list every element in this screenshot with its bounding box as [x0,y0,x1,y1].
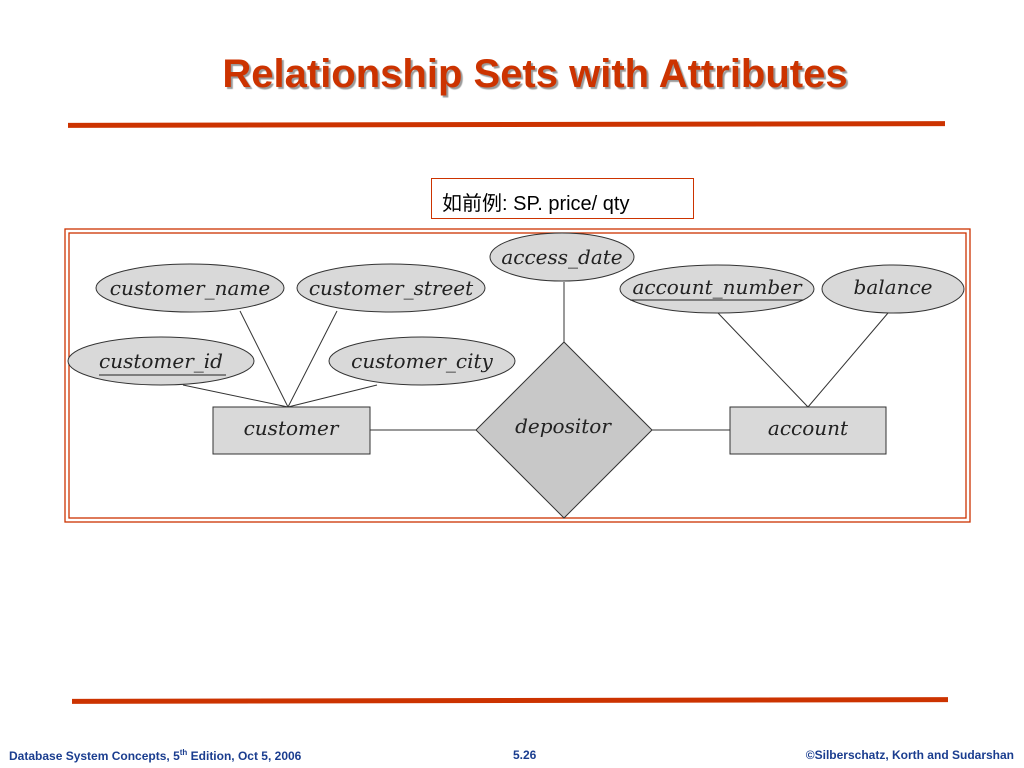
attr-access-date-label: access_date [501,245,622,269]
footer-book-title: Database System Concepts, 5 [9,749,180,763]
attr-customer-name-label: customer_name [110,276,270,300]
attr-account-number-label: account_number [632,275,803,299]
footer-edition-sup: th [179,748,188,757]
footer-book-info: Database System Concepts, 5th Edition, O… [9,748,301,763]
attr-balance-shape [821,264,965,314]
attr-customer-city-shape [328,336,516,386]
diagram-frame-outer [64,228,971,523]
attr-customer-id-shape [67,336,255,386]
attr-customer-id-label: customer_id [99,349,223,373]
relationship-depositor-shape [475,341,653,519]
entity-customer-shape [212,406,371,455]
footer-edition-date: Edition, Oct 5, 2006 [187,749,302,763]
entity-customer-label: customer [244,416,340,440]
attr-customer-city-label: customer_city [351,349,493,373]
attr-customer-street-shape [296,263,486,313]
attr-account-number-shape [619,264,815,314]
attr-customer-name-shape [95,263,285,313]
attr-balance-label: balance [854,275,933,299]
note-box: 如前例: SP. price/ qty [431,178,694,219]
footer-page-number: 5.26 [513,748,537,762]
relationship-depositor-label: depositor [515,414,612,438]
entity-account-shape [729,406,887,455]
connectors [182,282,889,431]
footer-copyright: ©Silberschatz, Korth and Sudarshan [805,748,1014,762]
attr-customer-street-label: customer_street [309,276,474,300]
attr-access-date-shape [489,232,635,282]
slide-title: Relationship Sets with Attributes [222,52,848,96]
entity-account-label: account [768,416,849,440]
